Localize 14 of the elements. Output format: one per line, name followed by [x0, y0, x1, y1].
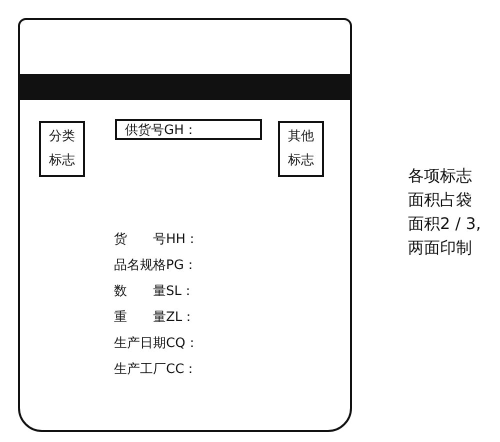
sign-box: [39, 121, 85, 177]
field-box: [115, 119, 262, 140]
note-text: 各项标志面积占袋面积2 / 3,两面印制: [408, 165, 482, 259]
field-label: 生产日期CQ：: [114, 335, 198, 352]
bag-outline: [18, 18, 352, 432]
field-label: 品名规格PG：: [114, 257, 197, 274]
field-label: 生产工厂CC：: [114, 361, 198, 378]
sign-box: [278, 121, 324, 177]
field-label: 数 量SL：: [114, 283, 194, 300]
box-label: 分类标志: [48, 128, 76, 170]
box-label: 其他标志: [287, 128, 315, 170]
box-label: 供货号GH：: [125, 122, 197, 138]
field-label: 重 量ZL：: [114, 309, 196, 326]
field-label: 货 号HH：: [114, 231, 199, 248]
